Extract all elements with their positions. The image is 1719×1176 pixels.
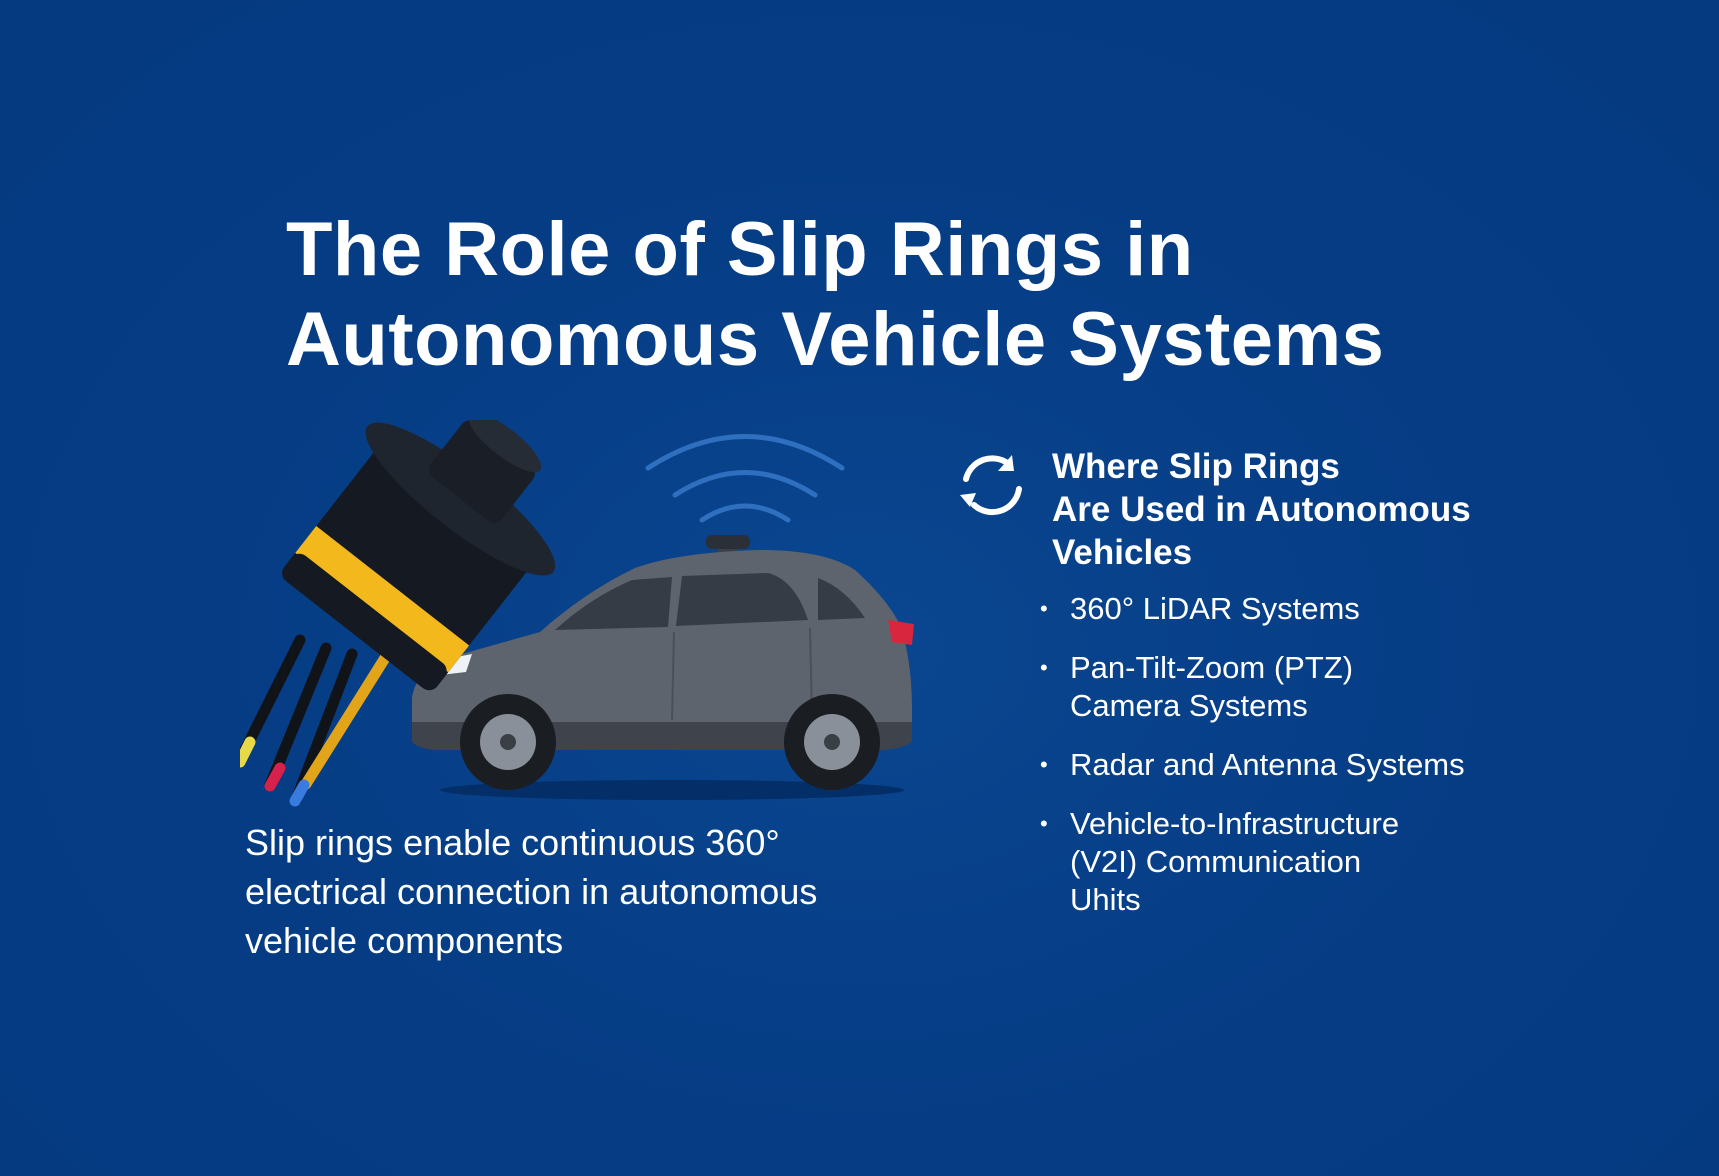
list-item-text: Uhits <box>1070 882 1141 917</box>
list-item-text: (V2I) Communication <box>1070 844 1362 879</box>
caption-line: electrical connection in autonomous <box>245 871 818 912</box>
page-title: The Role of Slip Rings in Autonomous Veh… <box>286 205 1486 385</box>
list-item-text: Pan-Tilt-Zoom (PTZ) <box>1070 650 1354 685</box>
title-line: The Role of Slip Rings in <box>286 207 1194 292</box>
title-line: Autonomous Vehicle Systems <box>286 297 1385 382</box>
refresh-icon <box>960 455 1022 516</box>
list-item: • Radar and Antenna Systems <box>1040 746 1510 784</box>
bullet-point: • <box>1040 752 1048 777</box>
heading-line: Where Slip Rings <box>1052 447 1340 486</box>
list-item-text: Vehicle-to-Infrastructure <box>1070 806 1400 841</box>
list-item: • Pan-Tilt-Zoom (PTZ) Camera Systems <box>1040 649 1510 725</box>
list-item-text: Radar and Antenna Systems <box>1070 747 1465 782</box>
autonomous-car-icon <box>412 535 914 790</box>
bullet-point: • <box>1040 596 1048 621</box>
slip-ring-description: Slip rings enable continuous 360° electr… <box>245 818 925 965</box>
slip-ring-and-car-illustration <box>240 420 914 807</box>
list-item-text: Camera Systems <box>1070 688 1308 723</box>
uses-list: • 360° LiDAR Systems • Pan-Tilt-Zoom (PT… <box>1040 590 1510 940</box>
caption-line: vehicle components <box>245 920 564 961</box>
list-item-text: 360° LiDAR Systems <box>1070 591 1360 626</box>
bullet-point: • <box>1040 811 1048 836</box>
wireless-signal-icon <box>645 434 845 523</box>
caption-line: Slip rings enable continuous 360° <box>245 822 780 863</box>
car-shadow <box>440 780 904 800</box>
heading-line: Vehicles <box>1052 533 1193 572</box>
list-item: • 360° LiDAR Systems <box>1040 590 1510 628</box>
bullet-point: • <box>1040 655 1048 680</box>
heading-line: Are Used in Autonomous <box>1052 490 1471 529</box>
list-item: • Vehicle-to-Infrastructure (V2I) Commun… <box>1040 805 1510 919</box>
uses-section-heading: Where Slip Rings Are Used in Autonomous … <box>1052 445 1552 574</box>
slip-ring-icon <box>240 420 556 807</box>
